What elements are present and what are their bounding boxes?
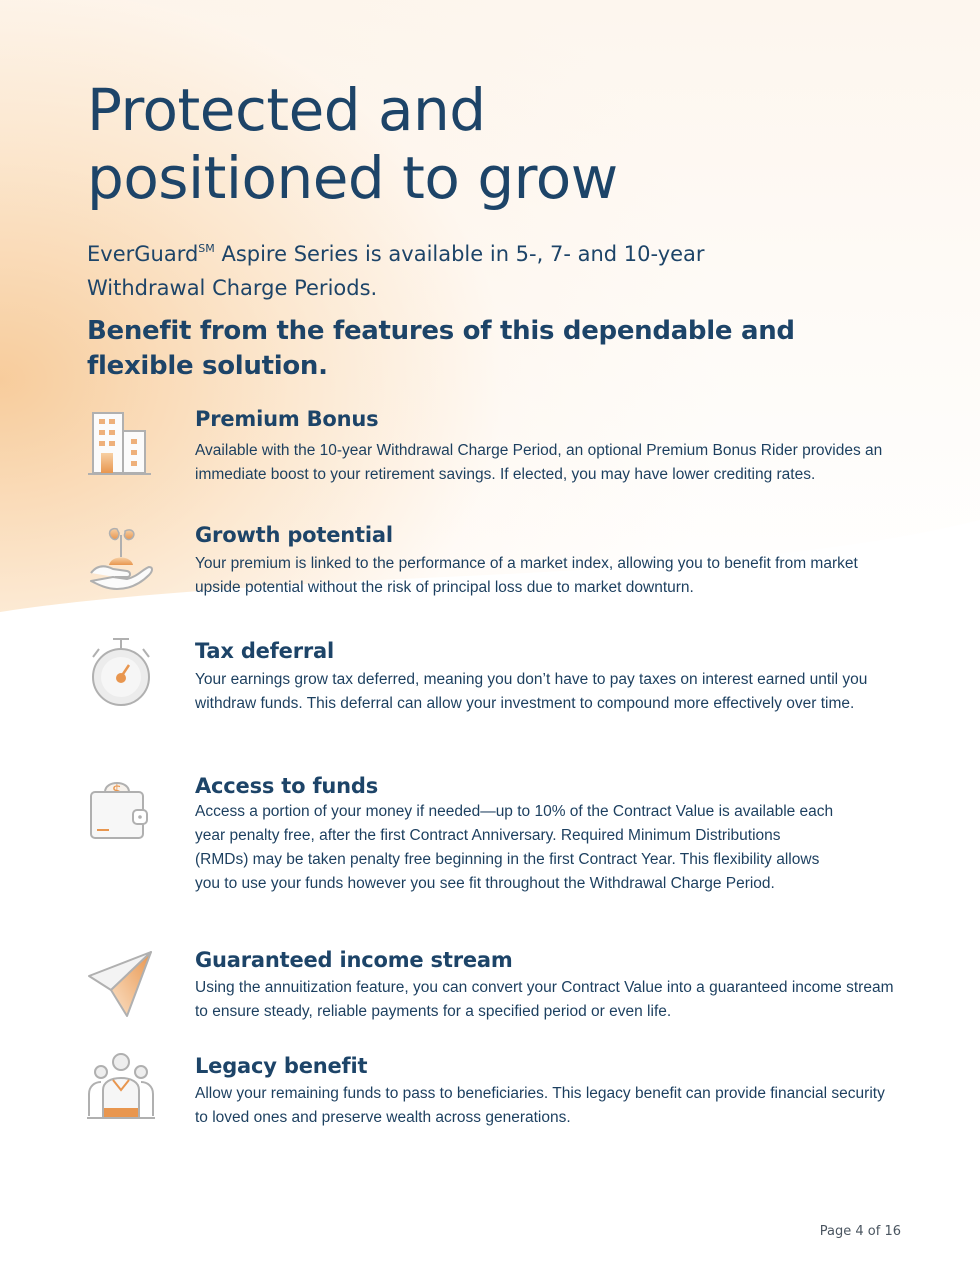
feature-body: Your premium is linked to the performanc… — [195, 555, 858, 596]
page-number: Page 4 of 16 — [819, 1224, 901, 1239]
feature-title: Legacy benefit — [195, 1054, 368, 1078]
brand-name: EverGuard — [87, 242, 199, 266]
hand-sprout-icon — [87, 521, 159, 593]
feature-body: Using the annuitization feature, you can… — [195, 979, 894, 1020]
feature-title: Access to funds — [195, 774, 379, 798]
feature-title: Guaranteed income stream — [195, 948, 513, 972]
feature-body: Access a portion of your money if needed… — [195, 803, 834, 892]
feature-body: Available with the 10-year Withdrawal Ch… — [195, 442, 883, 483]
feature-title: Growth potential — [195, 523, 393, 547]
feature-body: Your earnings grow tax deferred, meaning… — [195, 671, 868, 712]
subtitle-text: Aspire Series is available in 5-, 7- and… — [87, 242, 705, 300]
building-icon — [87, 405, 159, 477]
title-line-1: Protected and — [87, 76, 486, 144]
feature-title: Tax deferral — [195, 639, 334, 663]
lead-heading: Benefit from the features of this depend… — [87, 316, 795, 381]
wallet-icon: $ — [87, 772, 159, 844]
paper-plane-icon — [87, 946, 159, 1018]
feature-body: Allow your remaining funds to pass to be… — [195, 1085, 885, 1126]
family-icon — [87, 1052, 159, 1124]
stopwatch-icon — [87, 637, 159, 709]
background-swoosh — [0, 0, 980, 620]
feature-title: Premium Bonus — [195, 407, 379, 431]
svg-text:$: $ — [112, 781, 122, 800]
service-mark: SM — [198, 242, 215, 255]
page-title: Protected and positioned to grow — [87, 76, 618, 212]
title-line-2: positioned to grow — [87, 144, 618, 212]
subtitle: EverGuardSM Aspire Series is available i… — [87, 232, 787, 305]
